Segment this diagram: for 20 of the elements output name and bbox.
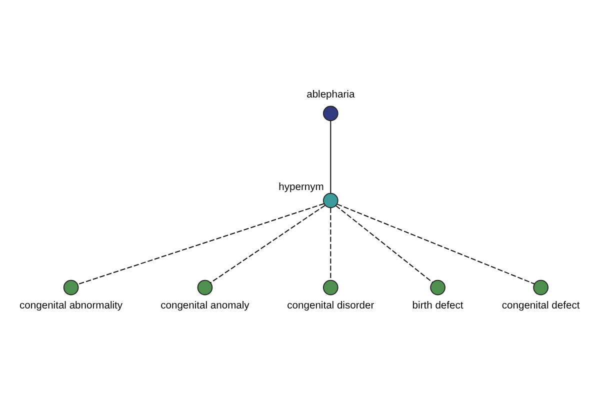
node-circle [322, 105, 338, 121]
node-label: congenital defect [502, 300, 580, 312]
node-label: birth defect [412, 300, 464, 312]
node-label: hypernym [278, 182, 324, 193]
connector [78, 202, 324, 284]
connector [210, 204, 326, 283]
node-label: ablepharia [306, 88, 355, 100]
node-circle [322, 279, 338, 295]
node-label: congenital disorder [287, 300, 374, 312]
connector [336, 204, 433, 282]
node-circle [430, 279, 446, 295]
connector [336, 203, 535, 284]
connector [330, 120, 332, 192]
node-circle [197, 279, 213, 295]
connector [330, 207, 332, 280]
node-circle [533, 279, 548, 295]
node-label: congenital anomaly [160, 300, 250, 312]
node-label: congenital abnormality [20, 300, 123, 312]
node-circle [322, 192, 338, 208]
node-circle [63, 279, 79, 295]
